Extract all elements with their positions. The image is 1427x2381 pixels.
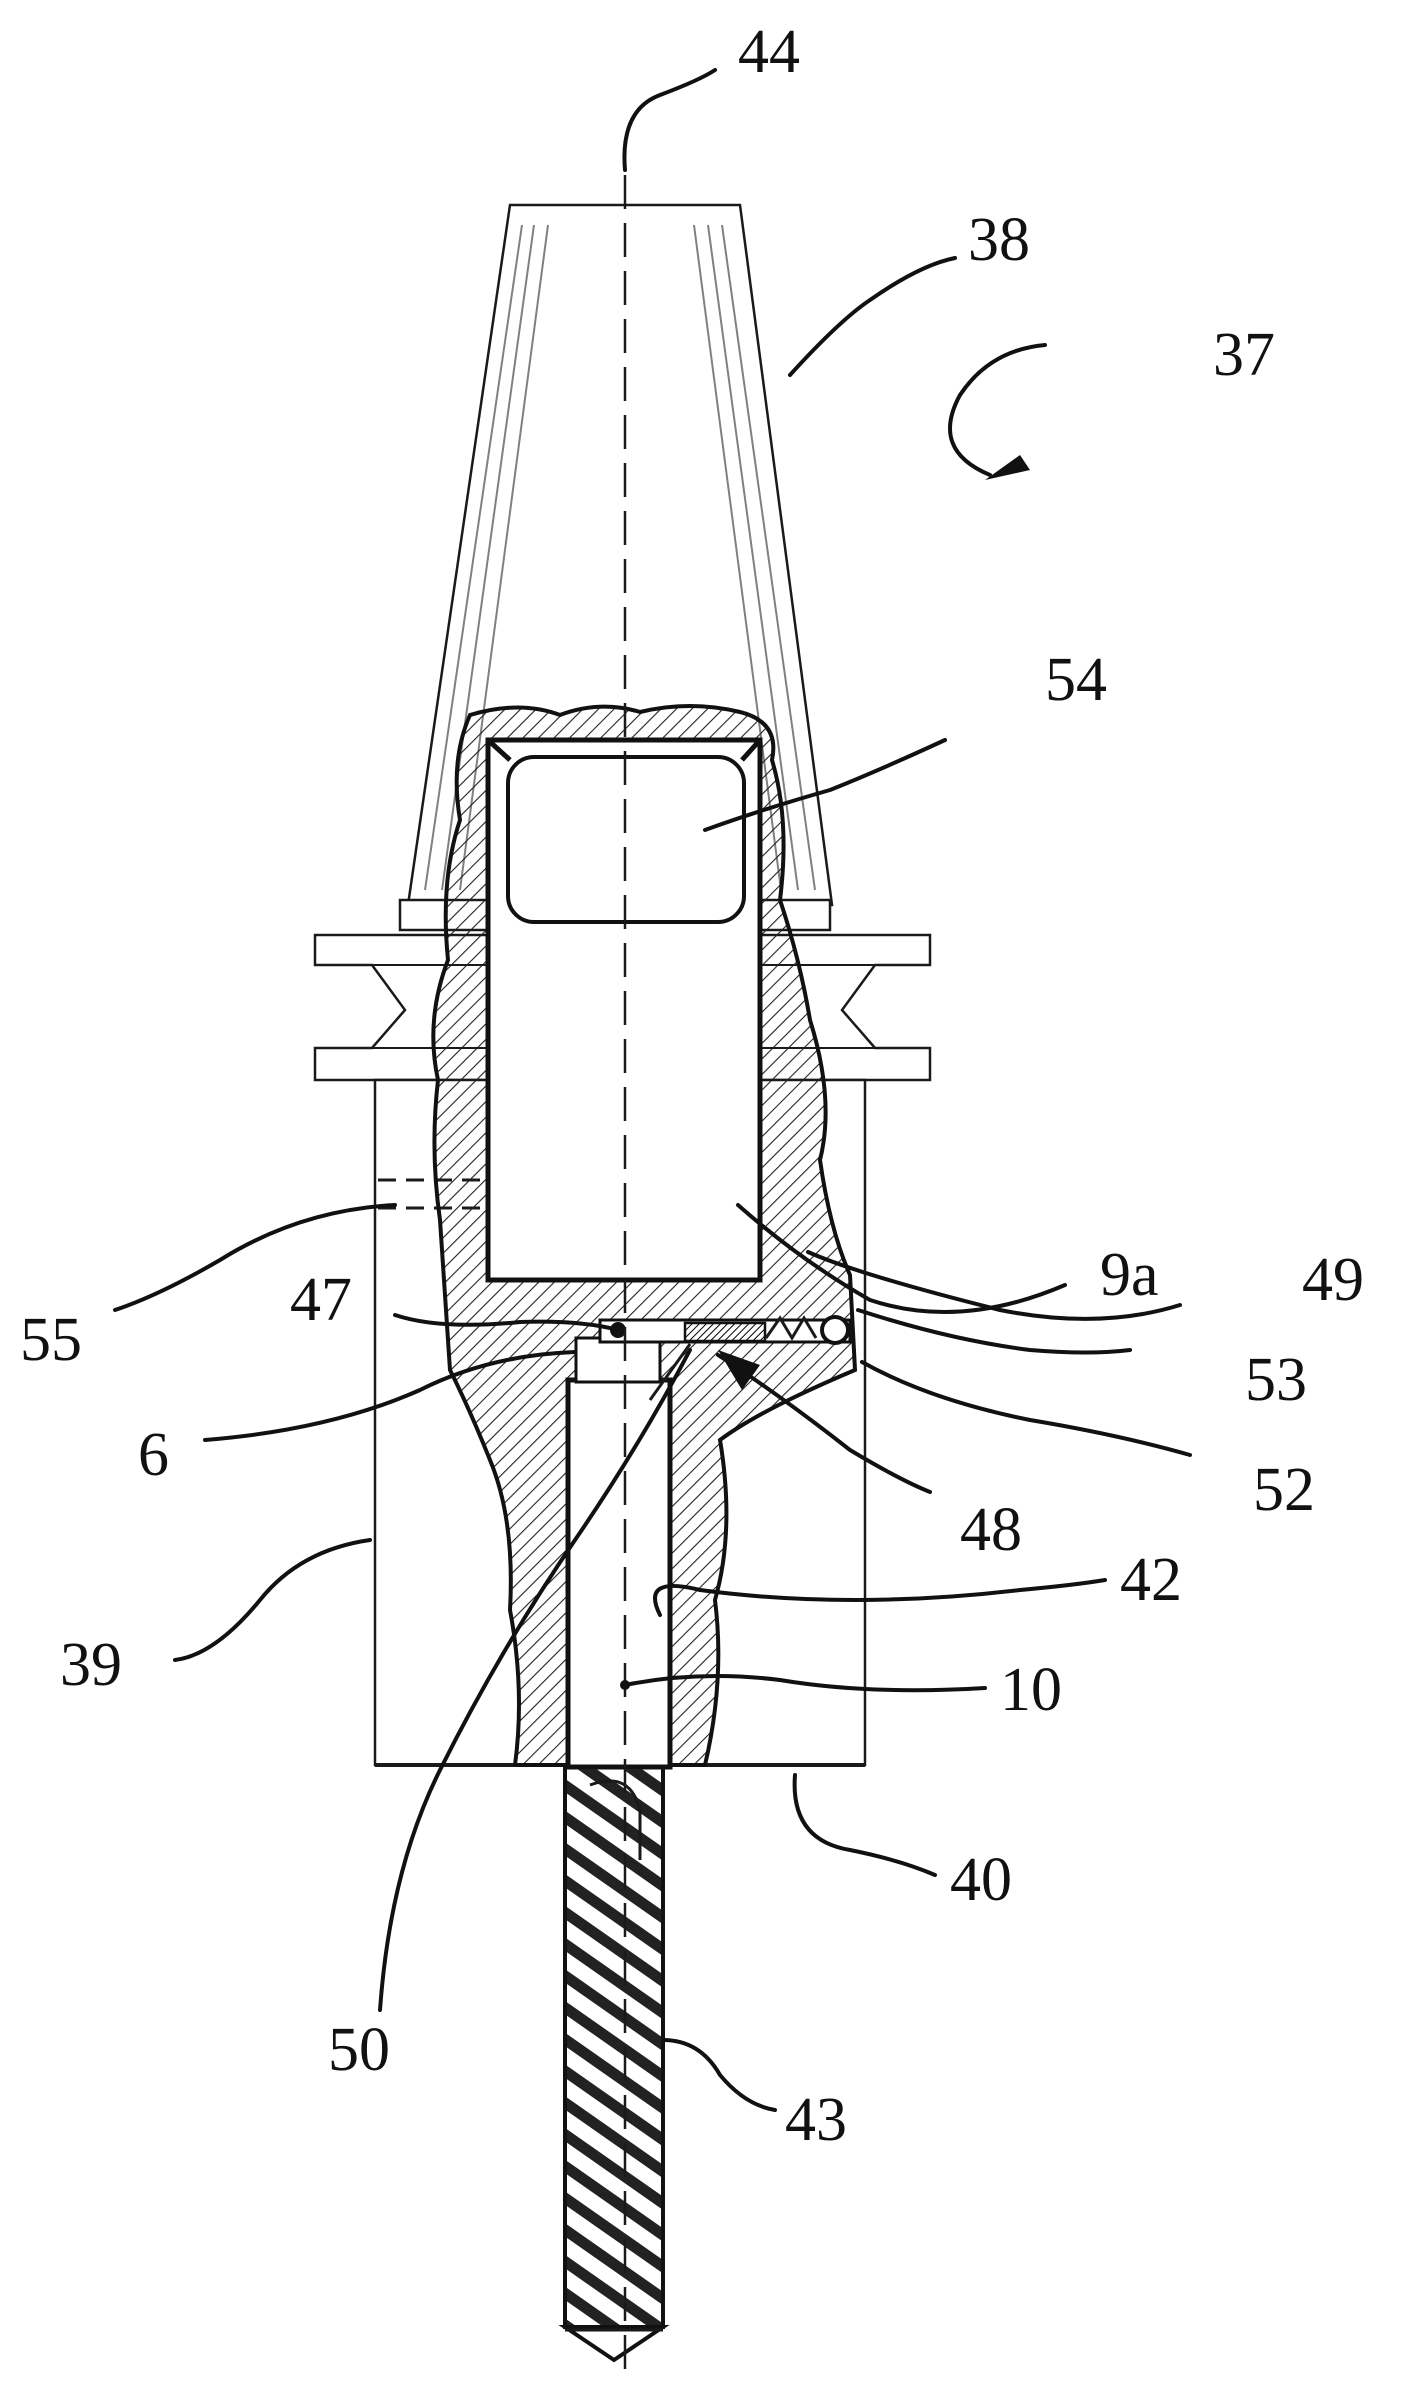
label-40: 40 <box>950 1846 1012 1914</box>
label-55: 55 <box>20 1306 82 1374</box>
arrow-37-head <box>985 455 1030 480</box>
label-47: 47 <box>290 1266 352 1334</box>
label-38: 38 <box>968 206 1030 274</box>
drill-shank-43 <box>565 1767 663 2360</box>
label-48: 48 <box>960 1496 1022 1564</box>
label-50: 50 <box>328 2016 390 2084</box>
label-43: 43 <box>785 2086 847 2154</box>
label-44: 44 <box>738 18 800 86</box>
label-10: 10 <box>1000 1656 1062 1724</box>
label-42: 42 <box>1120 1546 1182 1614</box>
label-54: 54 <box>1045 646 1107 714</box>
central-bore-42 <box>568 1338 670 1767</box>
label-39: 39 <box>60 1631 122 1699</box>
label-6: 6 <box>138 1421 169 1489</box>
label-53: 53 <box>1245 1346 1307 1414</box>
label-52: 52 <box>1253 1456 1315 1524</box>
label-49: 49 <box>1302 1246 1364 1314</box>
label-9a: 9a <box>1100 1241 1159 1309</box>
label-37: 37 <box>1213 321 1275 389</box>
